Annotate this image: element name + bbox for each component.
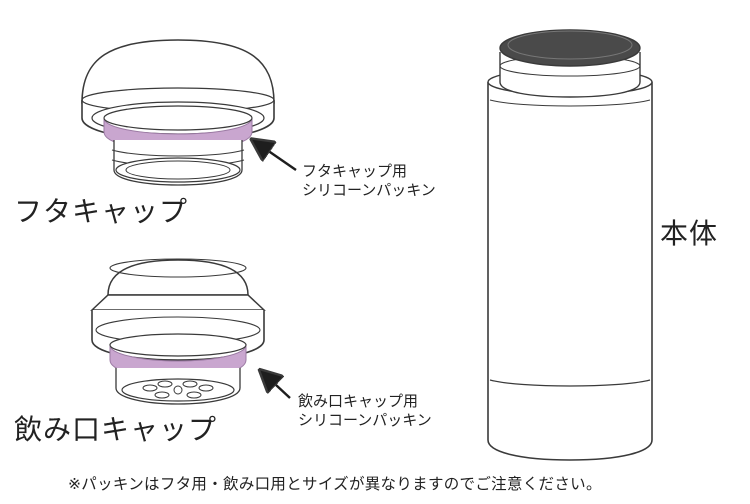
spout-cap-label: 飲み口キャップ xyxy=(14,413,218,446)
spout-gasket-label-line2: シリコーンパッキン xyxy=(298,411,432,429)
spout-gasket-label: 飲み口キャップ用 シリコーンパッキン xyxy=(298,392,432,430)
lid-gasket-label: フタキャップ用 シリコーンパッキン xyxy=(302,162,436,200)
lid-cap-drawing xyxy=(81,39,275,186)
lid-cap-top xyxy=(81,39,275,104)
bottle-opening xyxy=(499,29,641,67)
body-label: 本体 xyxy=(660,217,719,250)
footnote: ※パッキンはフタ用・飲み口用とサイズが異なりますのでご注意ください。 xyxy=(68,475,602,493)
lid-cap-label: フタキャップ xyxy=(14,195,189,228)
lid-gasket-label-line2: シリコーンパッキン xyxy=(302,181,436,199)
lid-gasket-arrow xyxy=(254,141,297,171)
bottle-body-drawing xyxy=(487,29,653,461)
spout-gasket-arrow xyxy=(262,372,291,399)
lid-gasket-label-line1: フタキャップ用 xyxy=(302,162,408,180)
bottle-body-cylinder xyxy=(487,82,653,461)
spout-cap-drawing xyxy=(90,258,266,405)
spout-gasket-label-line1: 飲み口キャップ用 xyxy=(298,392,419,410)
spout-vents xyxy=(142,380,214,399)
